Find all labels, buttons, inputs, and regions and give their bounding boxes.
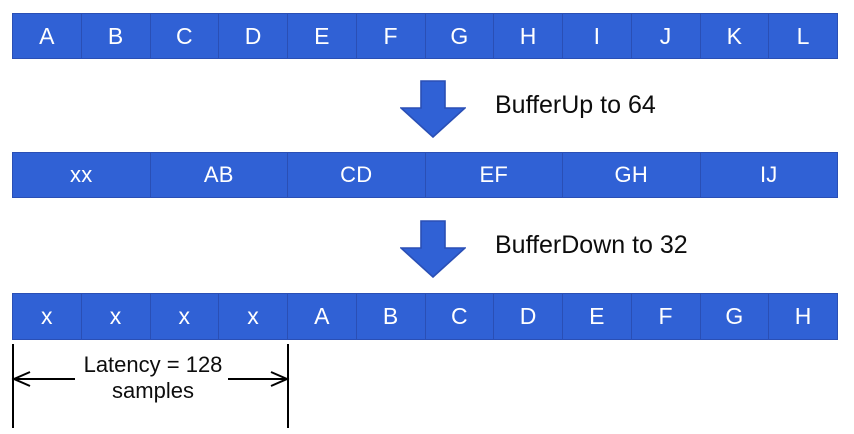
buffer-cell: x bbox=[81, 294, 151, 339]
buffer-cell: H bbox=[769, 294, 837, 339]
latency-dimension-lines bbox=[11, 344, 290, 428]
buffer-cell: A bbox=[288, 294, 357, 339]
buffer-cell: IJ bbox=[700, 153, 837, 197]
latency-label: Latency = 128 samples bbox=[48, 352, 258, 404]
buffer-cell: CD bbox=[288, 153, 426, 197]
buffer-cell: G bbox=[700, 294, 770, 339]
buffer-cell: K bbox=[700, 14, 770, 58]
buffer-cell: B bbox=[356, 294, 426, 339]
buffer-cell: AB bbox=[150, 153, 288, 197]
bufferdown-row: x x x x A B C D E F G H bbox=[12, 293, 838, 340]
buffer-cell: EF bbox=[425, 153, 563, 197]
buffer-cell: x bbox=[13, 294, 82, 339]
bufferdown-arrow-icon bbox=[400, 220, 466, 278]
latency-label-line1: Latency = 128 bbox=[79, 352, 227, 378]
latency-label-line2: samples bbox=[112, 377, 194, 403]
latency-annotation: Latency = 128 samples bbox=[0, 340, 320, 434]
bufferup-caption: BufferUp to 64 bbox=[495, 91, 656, 119]
buffer-cell: I bbox=[563, 14, 632, 58]
buffer-cell: F bbox=[356, 14, 426, 58]
buffer-cell: E bbox=[288, 14, 357, 58]
buffer-cell: G bbox=[425, 14, 495, 58]
buffer-cell: C bbox=[150, 14, 220, 58]
buffer-cell: x bbox=[219, 294, 288, 339]
buffer-cell: E bbox=[563, 294, 632, 339]
bufferup-row: xx AB CD EF GH IJ bbox=[12, 152, 838, 198]
buffer-cell: GH bbox=[563, 153, 701, 197]
buffer-cell: A bbox=[13, 14, 82, 58]
buffer-cell: H bbox=[494, 14, 563, 58]
bufferdown-caption: BufferDown to 32 bbox=[495, 231, 688, 259]
buffer-cell: F bbox=[631, 294, 701, 339]
buffer-cell: B bbox=[81, 14, 151, 58]
buffer-cell: D bbox=[494, 294, 563, 339]
buffer-cell: x bbox=[150, 294, 220, 339]
buffer-cell: xx bbox=[13, 153, 151, 197]
buffer-cell: L bbox=[769, 14, 837, 58]
buffer-cell: J bbox=[631, 14, 701, 58]
bufferup-arrow-icon bbox=[400, 80, 466, 138]
input-buffer-row: A B C D E F G H I J K L bbox=[12, 13, 838, 59]
buffer-cell: C bbox=[425, 294, 495, 339]
buffer-cell: D bbox=[219, 14, 288, 58]
